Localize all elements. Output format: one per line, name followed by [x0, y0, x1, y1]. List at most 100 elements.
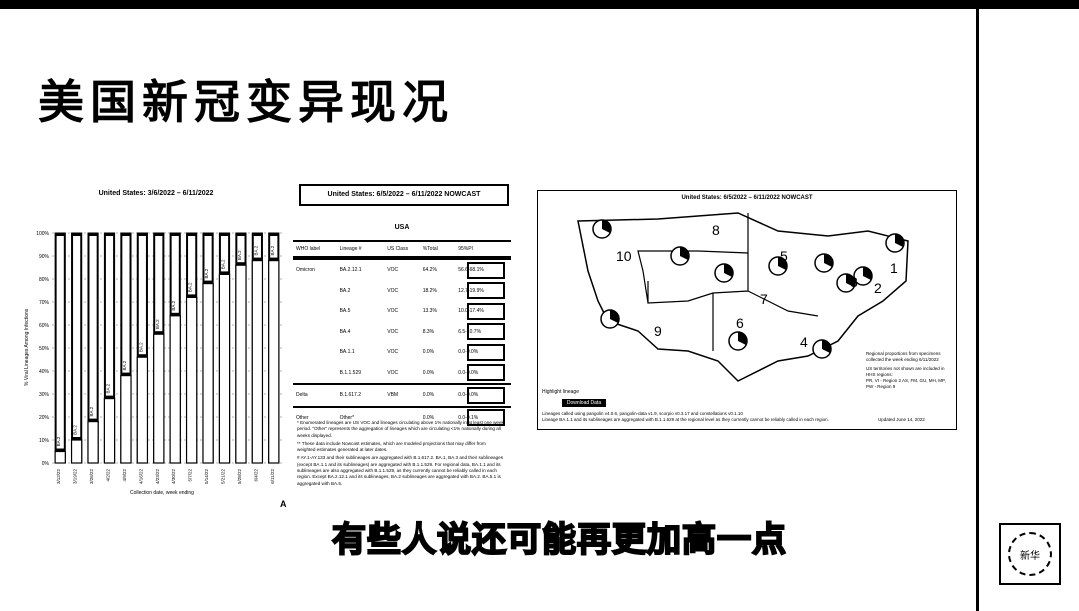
x-tick-label: 5/7/22 [188, 469, 193, 482]
table-cell: BA.4 [339, 328, 351, 335]
ba2-segment [185, 296, 198, 464]
chart-axis: 0%10%20%30%40%50%60%70%80%90%100%3/12/22… [36, 231, 275, 484]
ba2-segment [251, 259, 264, 464]
bar-label: BA.2 [155, 319, 160, 329]
color-swatch [467, 282, 505, 300]
table-note: # AY.1-AY.133 and their sublineages are … [297, 455, 504, 486]
ba2-segment [87, 421, 99, 464]
table-note: * Enumerated lineages are US VOC and lin… [297, 420, 504, 438]
other-lineage-inner [89, 236, 97, 419]
chart-footer-mark: A [280, 499, 287, 509]
y-tick-label: 0% [42, 461, 50, 467]
color-swatch [467, 386, 505, 404]
table-cell: 12.7-19.9% [458, 287, 484, 294]
download-data-button[interactable]: Download Data [562, 399, 606, 407]
logo-emblem-icon: 新华 [1008, 532, 1052, 576]
bar-label: BA.2 [253, 245, 258, 255]
bar-label: BA.2 [106, 383, 111, 393]
bar-label: BA.2 [171, 300, 176, 310]
region-borders [637, 213, 819, 351]
other-lineage-inner [73, 236, 81, 437]
region-pie-slice [610, 310, 619, 323]
table-cell: BA.1.1 [339, 349, 355, 356]
channel-logo: 新华 [999, 523, 1061, 585]
other-lineage-inner [270, 236, 278, 258]
region-number-label: 5 [780, 248, 788, 264]
color-swatch [467, 261, 505, 279]
x-tick-label: 6/4/22 [253, 469, 258, 482]
region-number-label: 10 [616, 248, 632, 264]
x-tick-label: 4/9/22 [122, 469, 127, 482]
variant-proportion-chart-panel: United States: 3/6/2022 – 6/11/2022 % Vi… [22, 181, 290, 509]
other-lineage-inner [237, 236, 245, 263]
ba2-segment [136, 356, 149, 464]
other-lineage-inner [253, 236, 261, 258]
y-tick-label: 30% [39, 392, 50, 398]
table-cell: VOC [387, 287, 399, 294]
bar-label: BA.2 [204, 268, 209, 278]
bar-label: BA.2 [138, 342, 143, 352]
region-pies [592, 219, 905, 359]
side-divider [976, 9, 979, 611]
x-tick-label: 5/21/22 [221, 469, 226, 485]
table-cell: 56.6-68.1% [458, 267, 484, 274]
y-tick-label: 50% [39, 346, 50, 352]
other-lineage-inner [122, 236, 130, 373]
other-lineage-inner [188, 236, 196, 295]
bar-label: BA.2 [73, 425, 78, 435]
region-number-label: 6 [736, 315, 744, 331]
ba2-segment [235, 264, 247, 464]
logo-text: 新华 [1020, 550, 1040, 562]
table-cell: 6.5-10.7% [458, 328, 482, 335]
table-cell: Omicron [296, 267, 315, 274]
table-cell: BA.2.12.1 [339, 267, 362, 274]
x-tick-label: 4/2/22 [106, 469, 111, 482]
y-tick-label: 10% [39, 438, 50, 444]
x-tick-label: 4/30/22 [171, 469, 176, 485]
table-cell: Other [296, 414, 309, 421]
table-header: United States: 6/5/2022 – 6/11/2022 NOWC… [299, 184, 509, 206]
y-tick-label: 80% [39, 277, 50, 283]
table-cell: VOC [387, 267, 399, 274]
region-pie-slice [680, 247, 689, 260]
table-cell: 0.0% [422, 392, 435, 399]
table-cell: Other* [339, 414, 355, 421]
y-tick-label: 100% [36, 231, 49, 237]
other-lineage-inner [220, 236, 229, 272]
region-pie-slice [846, 274, 855, 287]
table-cell: 0.0% [422, 414, 435, 421]
table-region: USA [394, 224, 410, 231]
variant-proportion-chart: United States: 3/6/2022 – 6/11/2022 % Vi… [24, 190, 282, 496]
x-tick-label: 4/16/22 [138, 469, 143, 485]
x-tick-label: 3/12/22 [56, 469, 61, 485]
table-column-header: Lineage # [339, 246, 362, 252]
ba2-segment [202, 282, 214, 464]
chart-grid [52, 232, 282, 464]
ba2-segment [268, 259, 280, 464]
table-column-header: %Total [422, 246, 438, 252]
bar-label: BA.2 [188, 282, 193, 292]
table-cell: 8.3% [422, 328, 435, 335]
region-pie-slice [602, 220, 611, 233]
x-tick-label: 6/11/22 [270, 469, 275, 484]
x-tick-label: 4/23/22 [155, 469, 160, 485]
table-cell: B.1.1.529 [339, 369, 361, 376]
bar-label: BA.2 [56, 436, 61, 446]
region-pie-slice [895, 234, 904, 247]
table-cell: VOC [387, 349, 399, 356]
bar-label: BA.2 [89, 406, 94, 416]
bar-label: BA.2 [237, 250, 242, 260]
legend-note-1: Regional proportions from specimens coll… [866, 351, 941, 362]
other-lineage-inner [171, 236, 179, 313]
color-swatch [467, 343, 505, 361]
region-pie-slice [778, 257, 787, 270]
highlight-lineage-label: Highlight lineage [542, 389, 579, 395]
chart-bars: BA.2BA.2BA.2BA.2BA.2BA.2BA.2BA.2BA.2BA.2… [54, 232, 280, 464]
ba2-segment [54, 450, 66, 464]
